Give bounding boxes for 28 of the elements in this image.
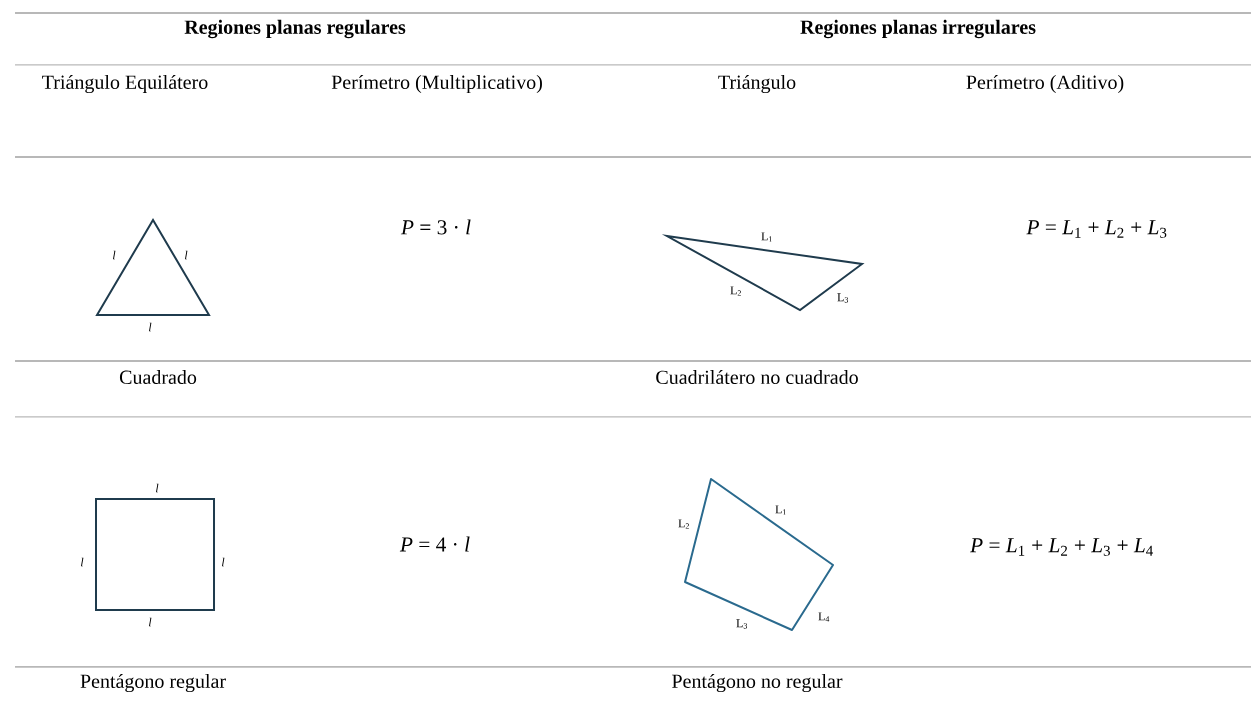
perimeter-formula: P = 4 · l	[399, 536, 470, 552]
perimeter-formula: P = L$_{1}$ + L$_{2}$ + L$_{3}$	[1026, 220, 1167, 238]
column-header: Regiones planas irregulares	[800, 19, 1036, 39]
column-title: Triángulo	[718, 74, 796, 94]
column-title: Perímetro (Aditivo)	[966, 74, 1124, 94]
side-label: l	[81, 557, 84, 567]
perimeter-formula: P = L$_{1}$ + L$_{2}$ + L$_{3}$ + L$_{4}$	[970, 538, 1153, 556]
side-label: L$_{3}$	[837, 293, 849, 303]
side-label: L$_{3}$	[736, 619, 748, 629]
figure-name: Cuadrilátero no cuadrado	[656, 369, 858, 385]
side-label: L$_{1}$	[775, 505, 786, 515]
column-header: Regiones planas regulares	[184, 19, 406, 39]
side-label: L$_{1}$	[761, 232, 772, 242]
side-label: L$_{2}$	[678, 519, 689, 529]
side-label: l	[149, 322, 152, 332]
side-label: l	[185, 250, 188, 260]
figure-name: Pentágono regular	[80, 673, 226, 693]
column-title: Triángulo Equilátero	[42, 74, 208, 94]
side-label: l	[222, 557, 225, 567]
side-label: l	[113, 250, 116, 260]
perimeter-formula: P = 3 · l	[400, 219, 471, 235]
side-label: l	[149, 617, 152, 627]
side-label: L$_{2}$	[730, 286, 741, 296]
figure-name: Pentágono no regular	[672, 673, 843, 693]
column-title: Perímetro (Multiplicativo)	[331, 74, 542, 94]
side-label: l	[156, 483, 159, 493]
side-label: L$_{4}$	[818, 612, 830, 622]
figure-name: Cuadrado	[119, 370, 197, 385]
